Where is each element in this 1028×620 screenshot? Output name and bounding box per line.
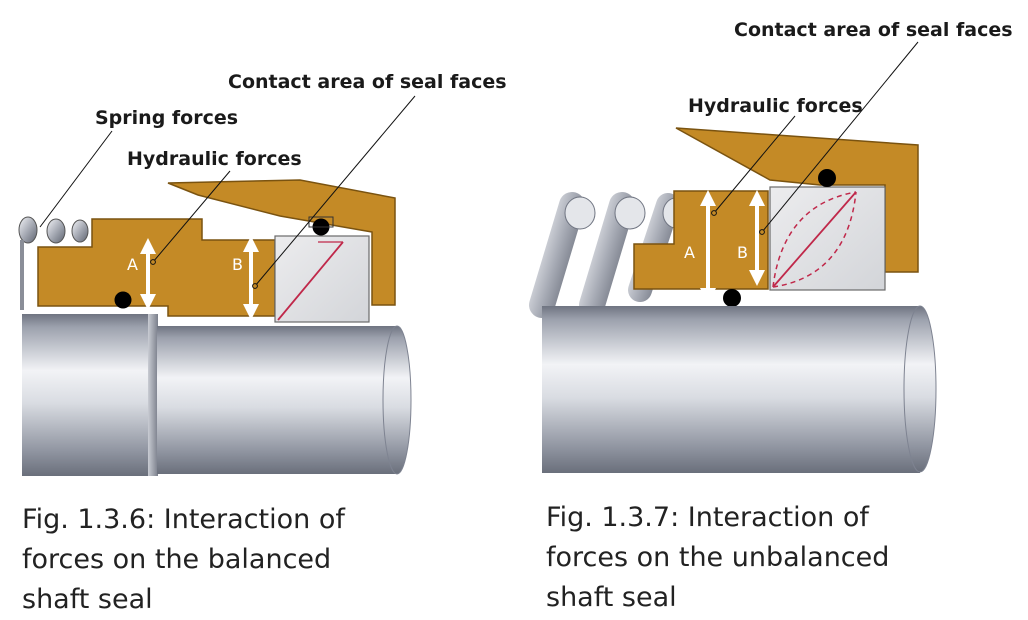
- caption-line: shaft seal: [546, 582, 677, 613]
- seal-housing: [167, 179, 396, 306]
- shaft: [157, 326, 397, 474]
- leader-spring: [39, 130, 113, 228]
- shaft-step: [22, 314, 157, 476]
- contact-area-label: Contact area of seal faces: [228, 71, 507, 93]
- leader-hydraulic: [152, 170, 231, 263]
- figure-caption-unbalanced: Fig. 1.3.7: Interaction of forces on the…: [546, 498, 986, 618]
- hydraulic-forces-label-2: Hydraulic forces: [688, 95, 863, 117]
- o-ring-top-2: [818, 169, 836, 187]
- shaft-end: [382, 325, 412, 475]
- caption-line: shaft seal: [22, 584, 153, 615]
- leader-contact-2: [761, 41, 919, 233]
- caption-line: Fig. 1.3.6: Interaction of: [22, 504, 345, 535]
- figure-unbalanced: A B Hydraulic forces Contact area of sea…: [529, 19, 1013, 473]
- leader-contact: [254, 95, 416, 287]
- area-a-label-2: A: [684, 243, 695, 262]
- spring-forces-label: Spring forces: [95, 107, 238, 129]
- contact-area-label-2: Contact area of seal faces: [734, 19, 1013, 41]
- leader-hydraulic-2: [713, 115, 796, 214]
- figure-caption-balanced: Fig. 1.3.6: Interaction of forces on the…: [22, 500, 442, 620]
- area-b-label-2: B: [737, 243, 748, 262]
- seal-face-stationary-2: [769, 186, 886, 291]
- contact-area-line-2: [772, 191, 857, 288]
- caption-line: forces on the balanced: [22, 544, 332, 575]
- hydraulic-forces-label: Hydraulic forces: [127, 148, 302, 170]
- shaft-end-2: [903, 305, 937, 473]
- area-a-label: A: [127, 255, 138, 274]
- o-ring-bottom: [114, 291, 132, 309]
- seal-face-stationary: [274, 235, 370, 323]
- contact-area-line: [277, 241, 344, 321]
- o-ring-bottom-2: [723, 289, 741, 307]
- shaft-2: [542, 306, 920, 473]
- caption-line: Fig. 1.3.7: Interaction of: [546, 502, 869, 533]
- figure-balanced: A B Spring forces Hydraulic forces Conta…: [18, 71, 507, 476]
- area-b-label: B: [232, 255, 243, 274]
- spring-coils: [18, 216, 89, 310]
- caption-line: forces on the unbalanced: [546, 542, 890, 573]
